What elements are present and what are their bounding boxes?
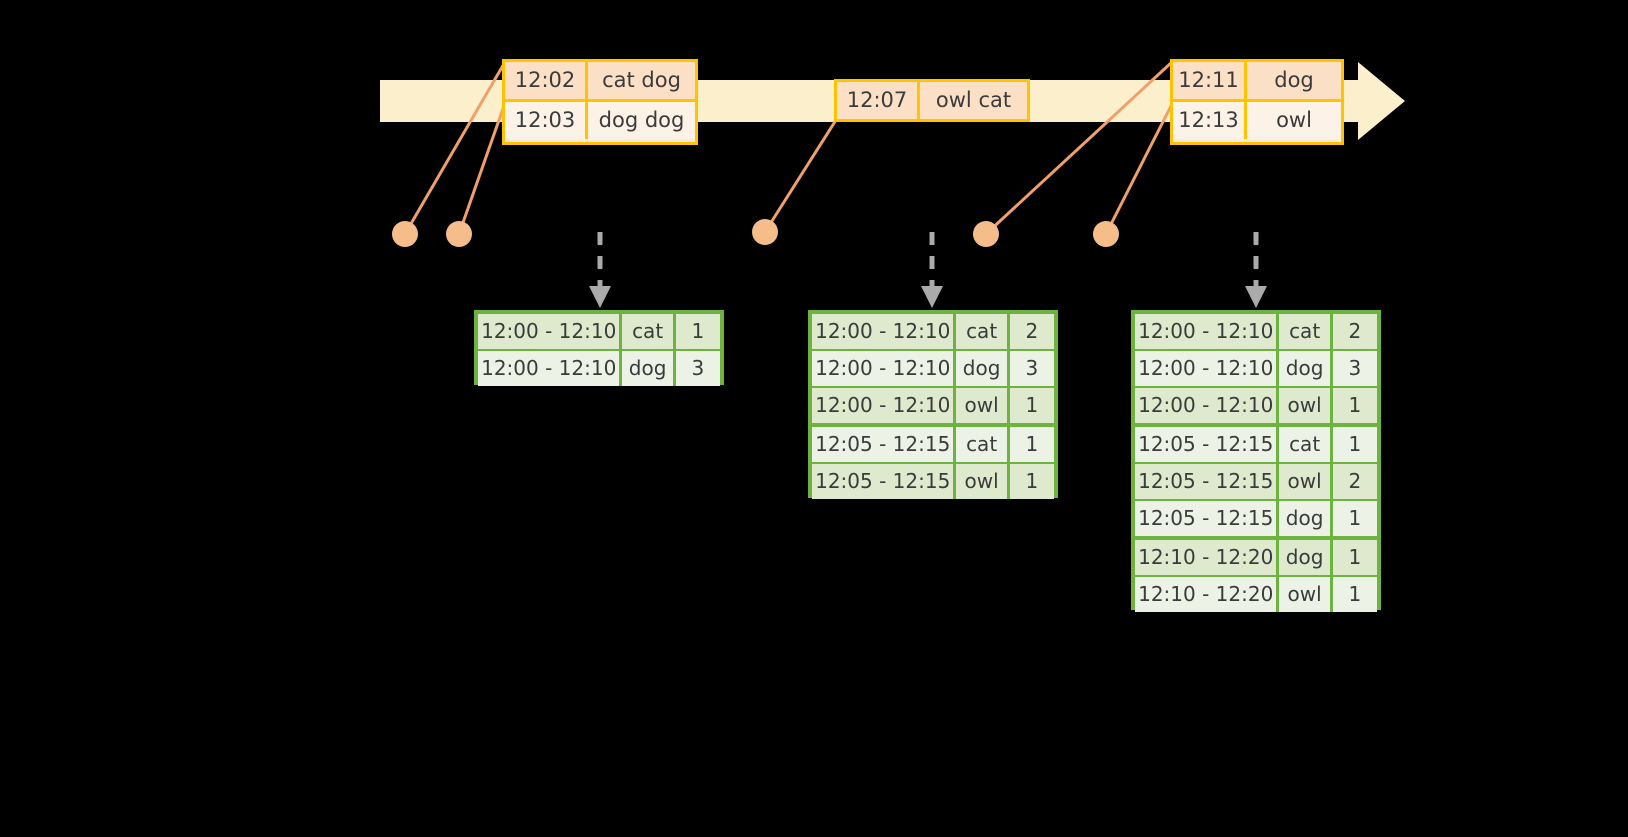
cell-window: 12:00 - 12:10	[478, 351, 623, 386]
cell-word: cat	[622, 314, 676, 349]
cell-window: 12:00 - 12:10	[478, 314, 623, 349]
event-row: 12:11 dog	[1173, 62, 1341, 99]
cell-count: 1	[1332, 577, 1377, 612]
cell-word: owl	[956, 464, 1010, 499]
cell-word: dog	[1279, 540, 1333, 575]
cell-count: 3	[1332, 351, 1377, 386]
cell-word: cat	[1279, 314, 1333, 349]
event-words: owl cat	[935, 88, 1012, 112]
cell-window: 12:00 - 12:10	[1135, 388, 1280, 423]
event-row: 12:03 dog dog	[505, 99, 695, 139]
cell-window: 12:10 - 12:20	[1135, 577, 1280, 612]
cell-count: 2	[1009, 314, 1054, 349]
event-time: 12:07	[837, 82, 920, 119]
event-words: dog dog	[598, 108, 685, 132]
leader-line-2	[457, 102, 507, 235]
event-time: 12:13	[1173, 102, 1247, 139]
event-words: owl	[1276, 108, 1312, 132]
cell-word: owl	[956, 388, 1010, 423]
cell-word: dog	[956, 351, 1010, 386]
cell-window: 12:10 - 12:20	[1135, 540, 1280, 575]
cell-window: 12:05 - 12:15	[812, 427, 957, 462]
cell-count: 1	[1332, 501, 1377, 536]
cell-count: 1	[1332, 540, 1377, 575]
cell-count: 1	[1009, 464, 1054, 499]
cell-word: owl	[1279, 577, 1333, 612]
flow-arrow-head-1	[589, 286, 611, 308]
event-group-3[interactable]: 12:11 dog 12:13 owl	[1170, 59, 1344, 145]
trigger-dot-1[interactable]	[392, 221, 418, 247]
cell-count: 3	[675, 351, 720, 386]
event-group-1[interactable]: 12:02 cat dog 12:03 dog dog	[502, 59, 698, 145]
cell-window: 12:05 - 12:15	[1135, 464, 1280, 499]
trigger-dot-3[interactable]	[752, 219, 778, 245]
cell-word: cat	[956, 427, 1010, 462]
event-time: 12:02	[505, 62, 588, 99]
event-time: 12:11	[1173, 62, 1247, 99]
cell-word: dog	[1279, 351, 1333, 386]
trigger-dot-5[interactable]	[1093, 221, 1119, 247]
cell-word: cat	[1279, 427, 1333, 462]
leader-line-3	[763, 119, 838, 233]
cell-window: 12:00 - 12:10	[812, 314, 957, 349]
cell-count: 2	[1332, 464, 1377, 499]
cell-word: cat	[956, 314, 1010, 349]
cell-count: 2	[1332, 314, 1377, 349]
leader-line-5	[1104, 103, 1174, 235]
event-group-2[interactable]: 12:07 owl cat	[834, 79, 1030, 122]
event-words: dog	[1274, 68, 1314, 92]
cell-count: 1	[1332, 427, 1377, 462]
flow-arrow-head-2	[921, 286, 943, 308]
leader-line-1	[403, 61, 507, 235]
trigger-dot-2[interactable]	[446, 221, 472, 247]
event-row: 12:02 cat dog	[505, 62, 695, 99]
event-row: 12:07 owl cat	[837, 82, 1027, 119]
cell-count: 1	[1009, 427, 1054, 462]
cell-word: owl	[1279, 464, 1333, 499]
cell-window: 12:00 - 12:10	[1135, 314, 1280, 349]
cell-count: 1	[1009, 388, 1054, 423]
cell-window: 12:05 - 12:15	[812, 464, 957, 499]
cell-count: 1	[1332, 388, 1377, 423]
cell-window: 12:05 - 12:15	[1135, 427, 1280, 462]
cell-word: dog	[1279, 501, 1333, 536]
cell-window: 12:00 - 12:10	[812, 388, 957, 423]
trigger-dot-4[interactable]	[973, 221, 999, 247]
cell-window: 12:05 - 12:15	[1135, 501, 1280, 536]
event-time: 12:03	[505, 102, 588, 139]
cell-count: 3	[1009, 351, 1054, 386]
cell-window: 12:00 - 12:10	[812, 351, 957, 386]
cell-count: 1	[675, 314, 720, 349]
event-words: cat dog	[602, 68, 681, 92]
flow-arrow-head-3	[1245, 286, 1267, 308]
cell-word: dog	[622, 351, 676, 386]
event-row: 12:13 owl	[1173, 99, 1341, 139]
cell-window: 12:00 - 12:10	[1135, 351, 1280, 386]
cell-word: owl	[1279, 388, 1333, 423]
